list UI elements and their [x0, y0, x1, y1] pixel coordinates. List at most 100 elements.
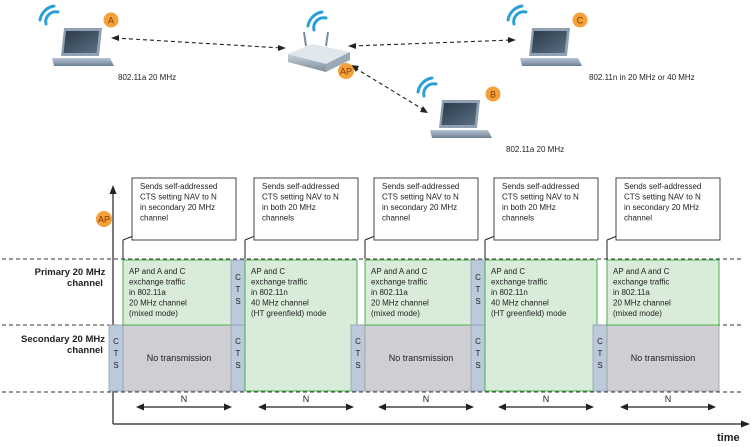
note-text: CTS setting NAV to N: [262, 193, 339, 202]
note-box: [253, 177, 359, 241]
network-topology: A 802.11a 20 MHz AP C 802.11n in 20 MH: [38, 4, 695, 154]
link-ap-b: [354, 67, 425, 111]
note-text: Sends self-addressed: [262, 182, 339, 191]
cts-letter: T: [114, 349, 119, 358]
note-text: in secondary 20 MHz: [140, 203, 215, 212]
wifi-icon: [506, 4, 528, 26]
arrowhead: [111, 35, 119, 41]
exchange-text: in 802.11a: [371, 288, 408, 297]
exchange-block: [122, 259, 236, 326]
wifi-icon: [38, 4, 60, 26]
cts-letter: S: [235, 361, 240, 370]
station-b-label: 802.11a 20 MHz: [506, 145, 564, 154]
cts-letter: C: [113, 337, 119, 346]
note-text: channels: [262, 214, 294, 223]
exchange-block: [244, 259, 358, 392]
duration-label: N: [303, 394, 310, 404]
badge-a-text: A: [108, 16, 114, 26]
arrowhead: [278, 45, 286, 51]
cts-letter: T: [356, 349, 361, 358]
cts-letter: C: [475, 337, 481, 346]
arrowhead: [136, 403, 144, 411]
no-transmission-block: [364, 324, 478, 392]
exchange-block: [364, 259, 478, 326]
exchange-block: [484, 259, 598, 392]
duration-label: N: [423, 394, 430, 404]
arrowhead: [708, 403, 716, 411]
note-box: [615, 177, 721, 241]
cts-letter: C: [355, 337, 361, 346]
exchange-text: 40 MHz channel: [251, 299, 309, 308]
duration-label: N: [665, 394, 672, 404]
note-box: [493, 177, 599, 241]
note-text: in both 20 MHz: [262, 203, 316, 212]
cts-letter: S: [113, 361, 118, 370]
cts-letter: T: [236, 349, 241, 358]
timeline: Primary 20 MHz channel Secondary 20 MHz …: [2, 177, 750, 444]
exchange-text: exchange traffic: [251, 278, 307, 287]
exchange-text: (mixed mode): [129, 309, 178, 318]
cts-letter: T: [236, 285, 241, 294]
exchange-text: exchange traffic: [129, 278, 185, 287]
exchange-text: (mixed mode): [371, 309, 420, 318]
station-c-label: 802.11n in 20 MHz or 40 MHz: [589, 73, 695, 82]
laptop-b-icon: [430, 100, 492, 138]
note-text: Sends self-addressed: [382, 182, 459, 191]
x-axis-arrowhead: [741, 420, 750, 428]
exchange-text: AP and A and C: [371, 267, 428, 276]
no-transmission-block: [122, 324, 236, 392]
arrowhead: [351, 65, 359, 72]
exchange-block: [606, 259, 720, 326]
note-text: channels: [502, 214, 534, 223]
exchange-text: exchange traffic: [371, 278, 427, 287]
cts-block: [592, 324, 608, 392]
arrowhead: [466, 403, 474, 411]
cts-block: [108, 324, 124, 392]
cts-letter: C: [235, 273, 241, 282]
arrowhead: [224, 403, 232, 411]
arrowhead: [348, 43, 356, 49]
note-text: channel: [140, 214, 168, 223]
cts-block: [350, 324, 366, 392]
badge-a: [103, 12, 119, 28]
arrowhead: [346, 403, 354, 411]
exchange-text: exchange traffic: [613, 278, 669, 287]
arrowhead: [508, 37, 516, 43]
note-text: CTS setting NAV to N: [382, 193, 459, 202]
note-text: Sends self-addressed: [502, 182, 579, 191]
cts-letter: S: [355, 361, 360, 370]
note-text: in secondary 20 MHz: [624, 203, 699, 212]
arrowhead: [258, 403, 266, 411]
exchange-text: in 802.11n: [251, 288, 288, 297]
exchange-text: in 802.11a: [129, 288, 166, 297]
exchange-text: AP and A and C: [129, 267, 186, 276]
access-point-icon: [288, 31, 350, 72]
timeline-ap-badge-text: AP: [98, 215, 110, 225]
note-text: channel: [382, 214, 410, 223]
no-transmission-text: No transmission: [631, 353, 696, 363]
exchange-text: 20 MHz channel: [371, 299, 429, 308]
note-text: CTS setting NAV to N: [140, 193, 217, 202]
arrowhead: [420, 106, 428, 113]
cts-letter: T: [476, 285, 481, 294]
primary-channel-label: Primary 20 MHz: [35, 267, 106, 278]
exchange-text: 20 MHz channel: [613, 299, 671, 308]
wifi-icon: [306, 10, 328, 32]
note-text: CTS setting NAV to N: [502, 193, 579, 202]
cts-letter: S: [475, 361, 480, 370]
cts-letter: S: [475, 297, 480, 306]
note-box: [373, 177, 479, 241]
time-axis-label: time: [717, 432, 740, 444]
no-transmission-block: [606, 324, 720, 392]
cts-letter: S: [597, 361, 602, 370]
cts-letter: T: [476, 349, 481, 358]
note-text: in secondary 20 MHz: [382, 203, 457, 212]
badge-b-text: B: [490, 90, 496, 100]
note-text: Sends self-addressed: [624, 182, 701, 191]
cts-block: [230, 324, 246, 392]
exchange-text: AP and C: [251, 267, 285, 276]
note-text: channel: [624, 214, 652, 223]
no-transmission-text: No transmission: [389, 353, 454, 363]
